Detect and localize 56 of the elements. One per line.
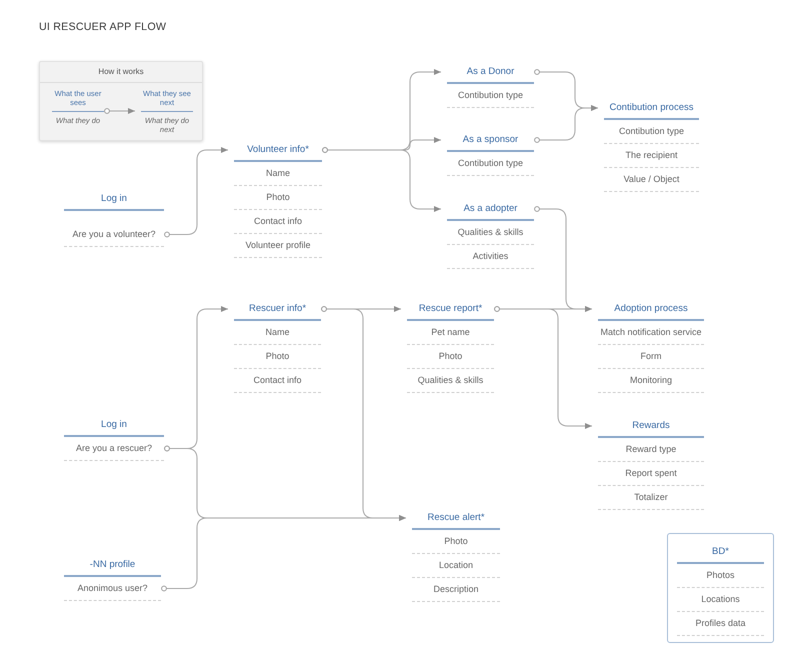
legend-panel xyxy=(39,61,203,141)
card-heading: Log in xyxy=(64,415,164,437)
card-heading: As a Donor xyxy=(447,62,534,84)
card-heading: BD* xyxy=(677,542,764,564)
diagram-title: UI RESCUER APP FLOW xyxy=(39,20,166,34)
list-item: Match notification service xyxy=(598,321,704,345)
list-item: Photo xyxy=(412,530,500,554)
card-heading: Rewards xyxy=(598,416,704,438)
list-item: Are you a volunteer? xyxy=(64,223,164,247)
list-item: Reward type xyxy=(598,438,704,462)
panel-heading: How it works xyxy=(40,62,202,83)
list-item: Description xyxy=(412,578,500,602)
list-item: Profiles data xyxy=(677,612,764,636)
card-heading: Adoption process xyxy=(598,299,704,321)
list-item: Volunteer profile xyxy=(234,234,322,258)
list-item: Photo xyxy=(234,186,322,210)
list-item: Contibution type xyxy=(447,152,534,176)
list-item: Monitoring xyxy=(598,369,704,393)
card-heading: Log in xyxy=(64,189,164,211)
list-item: Contact info xyxy=(234,369,321,393)
list-item: Photo xyxy=(234,345,321,369)
connector-arrow xyxy=(104,108,136,114)
list-item: Contact info xyxy=(234,210,322,234)
list-item: Photo xyxy=(407,345,494,369)
card-heading: Rescue report* xyxy=(407,299,494,321)
list-item: Are you a rescuer? xyxy=(64,437,164,461)
list-item: Qualities & skills xyxy=(447,221,534,245)
card-heading: -NN profile xyxy=(64,555,161,577)
connector-arrow xyxy=(164,147,228,238)
connector-arrow xyxy=(322,147,442,212)
list-item: Report spent xyxy=(598,462,704,486)
connector-arrow xyxy=(321,306,406,521)
list-item: Location xyxy=(412,554,500,578)
list-item: Qualities & skills xyxy=(407,369,494,393)
list-item: Contibution type xyxy=(604,120,699,144)
list-item: Pet name xyxy=(407,321,494,345)
list-item: Totalizer xyxy=(598,486,704,510)
card-heading: As a adopter xyxy=(447,199,534,221)
list-item: Anonimous user? xyxy=(64,577,161,601)
list-item: The recipient xyxy=(604,144,699,168)
list-item: Activities xyxy=(447,245,534,269)
card-heading: Rescue alert* xyxy=(412,508,500,530)
list-item: Contibution type xyxy=(447,84,534,108)
outlined-panel xyxy=(667,533,774,643)
list-item: Name xyxy=(234,321,321,345)
card-heading: Contibution process xyxy=(604,98,699,120)
list-item: Photos xyxy=(677,564,764,588)
card-heading: Rescuer info* xyxy=(234,299,321,321)
connector-arrow xyxy=(534,105,598,143)
list-item: Form xyxy=(598,345,704,369)
card-heading: As a sponsor xyxy=(447,130,534,152)
list-item: Value / Object xyxy=(604,168,699,192)
connector-arrow xyxy=(494,306,592,429)
list-item: Name xyxy=(234,162,322,186)
card-heading: Volunteer info* xyxy=(234,140,322,162)
list-item: Locations xyxy=(677,588,764,612)
